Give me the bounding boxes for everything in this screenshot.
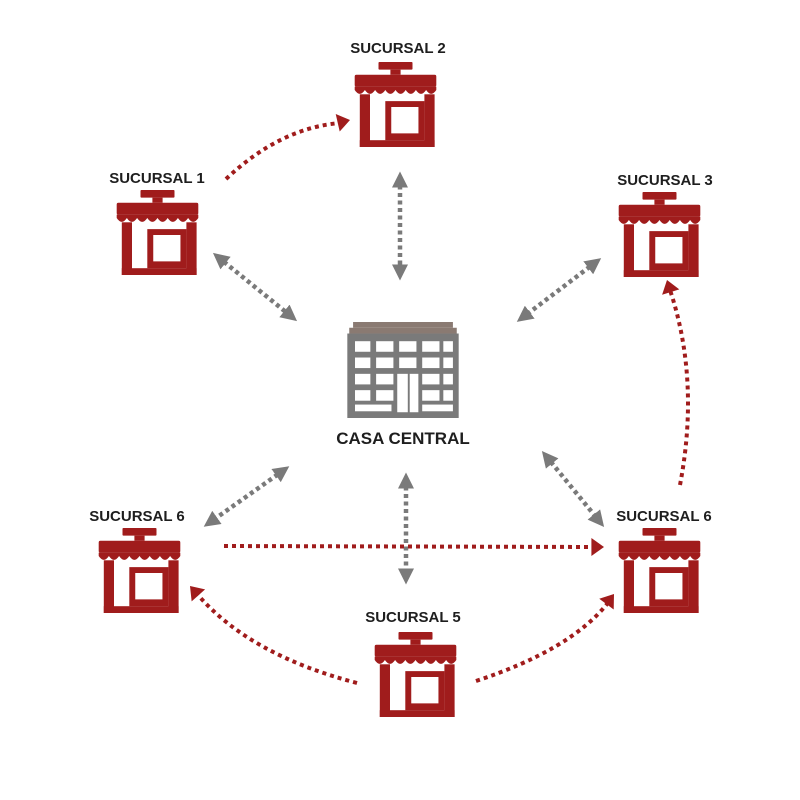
storefront-icon	[374, 632, 457, 717]
storefront-icon	[618, 528, 701, 613]
storefront-icon	[116, 190, 199, 275]
connections	[190, 114, 690, 685]
link-sucursal-6-right-to-casa-central	[541, 450, 605, 528]
arrowhead-sucursal-5-to-sucursal-6-left	[190, 586, 206, 602]
node-label-sucursal-2: SUCURSAL 2	[350, 40, 446, 57]
storefront-icon	[618, 192, 701, 277]
node-label-sucursal-6-right: SUCURSAL 6	[616, 508, 712, 525]
node-label-sucursal-5: SUCURSAL 5	[365, 609, 461, 626]
node-sucursal-6-left: SUCURSAL 6	[89, 508, 185, 613]
node-label-sucursal-6-left: SUCURSAL 6	[89, 508, 185, 525]
link-sucursal-6-left-to-casa-central	[203, 466, 290, 527]
node-sucursal-1: SUCURSAL 1	[109, 170, 205, 275]
link-sucursal-3-to-casa-central	[516, 258, 602, 322]
node-sucursal-2: SUCURSAL 2	[350, 40, 446, 147]
link-sucursal-5-to-sucursal-6-left	[196, 593, 358, 685]
arrowhead-sucursal-6-right-to-sucursal-3	[662, 280, 680, 295]
node-label-casa-central: CASA CENTRAL	[336, 429, 469, 448]
link-sucursal-1-to-sucursal-2	[224, 121, 341, 181]
arrowhead-sucursal-1-to-sucursal-2	[335, 114, 350, 132]
office-building-icon	[347, 322, 459, 418]
node-label-sucursal-3: SUCURSAL 3	[617, 172, 713, 189]
nodes: CASA CENTRAL SUCURSAL 1 SUCURSAL 2 SUCURSAL…	[89, 40, 713, 717]
link-sucursal-5-to-sucursal-6-right	[475, 602, 609, 683]
storefront-icon	[354, 62, 437, 147]
arrowhead-sucursal-5-to-sucursal-6-right	[599, 594, 614, 610]
link-sucursal-6-left-to-sucursal-6-right	[223, 544, 593, 549]
node-sucursal-5: SUCURSAL 5	[365, 609, 461, 717]
node-sucursal-3: SUCURSAL 3	[617, 172, 713, 277]
link-sucursal-1-to-casa-central	[212, 252, 298, 322]
link-sucursal-6-right-to-sucursal-3	[668, 289, 690, 486]
node-sucursal-6-right: SUCURSAL 6	[616, 508, 712, 613]
node-casa-central: CASA CENTRAL	[336, 322, 470, 448]
storefront-icon	[98, 528, 181, 613]
arrowhead-sucursal-6-left-to-sucursal-6-right	[591, 537, 604, 556]
node-label-sucursal-1: SUCURSAL 1	[109, 170, 205, 187]
